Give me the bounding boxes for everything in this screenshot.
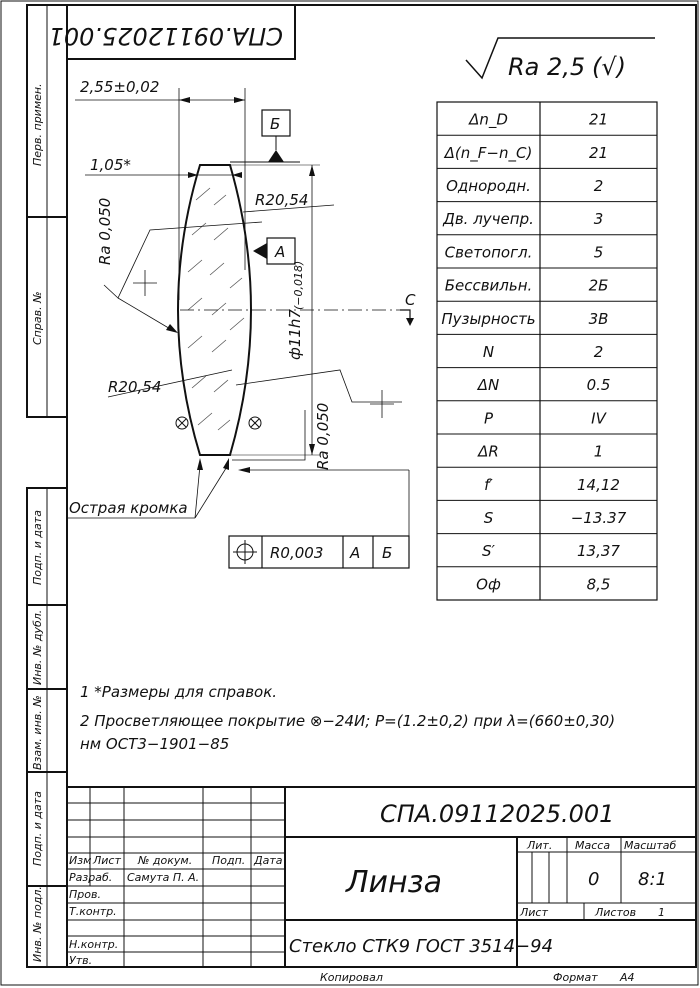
row-developer: Разраб. [69,871,112,884]
dim-diameter-tol: (−0,018) [292,261,305,310]
section-label: С [405,291,416,309]
param-name: Δ(n_F−n_C) [444,144,533,163]
sheet-label: Лист [519,906,548,919]
param-name: ΔN [477,376,499,394]
param-name: Оф [476,575,501,593]
dim-ra-right: Ra 0,050 [314,403,332,470]
part-name: Линза [345,865,442,900]
hdr-doc-no: № докум. [137,854,192,867]
hdr-sign: Подп. [212,854,245,867]
stamp-sign-date-1: Подп. и дата [31,510,44,585]
roughness-sign: Ra 2,5 (√) [465,37,655,81]
row-tech-control: Т.контр. [69,905,117,918]
roughness-root: Ra 2,5 [508,53,585,81]
tolerance-value: R0,003 [270,544,323,562]
param-value: 3 [594,210,604,228]
scale-label: Масштаб [624,839,676,852]
row-approved: Утв. [69,954,92,967]
param-name: f′ [484,476,493,494]
param-value: 0.5 [587,376,611,394]
param-name: S′ [482,542,496,560]
developer-name: Самута П. А. [127,871,199,884]
param-value: 5 [594,243,604,261]
row-norm-control: Н.контр. [69,938,118,951]
glass-hatching [187,187,245,431]
param-value: 2 [594,177,604,195]
notes: 1 *Размеры для справок. 2 Просветляющее … [80,683,615,753]
title-block: Изм Лист № докум. Подп. Дата Разраб. Сам… [66,786,697,968]
stamp-dup-inv: Инв. № дубл. [31,610,44,685]
stamp-replace-inv: Взам. инв. № [31,695,44,770]
param-value: 2Б [589,277,609,295]
tolerance-ref-a: А [349,544,360,562]
param-name: Пузырность [441,310,535,328]
hdr-date: Дата [253,854,283,867]
param-value: 2 [594,343,604,361]
dim-radius-top: R20,54 [255,191,308,209]
stamp-first-use: Перв. примен. [31,83,44,166]
title-doc-number: СПА.09112025.001 [380,800,614,828]
tolerance-ref-b: Б [382,544,392,562]
scale-value: 8:1 [638,869,667,890]
note-2: 2 Просветляющее покрытие ⊗−24И; Р=(1.2±0… [80,712,615,730]
coating-mark-right [248,416,262,430]
material: Стекло СТК9 ГОСТ 3514−94 [289,936,553,957]
datum-a: А [274,243,285,261]
note-2-cont: нм ОСТ3−1901−85 [80,735,229,753]
stamp-orig-inv: Инв. № подл. [31,886,44,962]
stamp-ref-no: Справ. № [31,291,44,345]
hdr-change: Изм [69,854,91,867]
dim-thickness: 2,55±0,02 [80,78,159,96]
param-value: 21 [589,144,608,162]
coating-mark-left [175,416,189,430]
param-name: Δn_D [468,111,508,130]
footer-copied: Копировал [320,971,383,984]
roughness-suffix: (√) [592,53,626,81]
param-value: −13.37 [571,509,627,527]
lens-drawing: 2,55±0,02 1,05* Б R20,54 А Ra 0,050 ф11h [68,78,416,569]
param-name: Дв. лучепр. [442,210,534,228]
doc-number-rotated: СПА.09112025.001 [49,22,283,50]
param-value: 14,12 [577,476,620,494]
sheets-value: 1 [658,906,665,919]
footer-format: А4 [619,971,635,984]
note-1: 1 *Размеры для справок. [80,683,277,701]
dim-radius-bottom: R20,54 [108,378,161,396]
param-name: P [484,409,494,427]
param-name: Светопогл. [445,243,533,261]
sheets-label: Листов [594,906,636,919]
dim-diameter: ф11h7 [286,309,304,360]
param-name: Однородн. [446,177,531,195]
param-value: 1 [594,443,604,461]
dim-ra-left: Ra 0,050 [96,198,114,265]
tolerance-frame: R0,003 А Б [228,467,410,569]
param-name: N [483,343,494,361]
param-value: IV [591,409,607,427]
dim-edge: 1,05* [90,156,131,174]
hdr-sheet: Лист [92,854,121,867]
row-checker: Пров. [69,888,101,901]
datum-b: Б [270,115,280,133]
param-value: 21 [589,111,608,129]
mass-label: Масса [575,839,610,852]
param-name: S [484,509,494,527]
note-sharp-edge: Острая кромка [69,499,188,517]
param-name: Бессвильн. [445,277,533,295]
mass-value: 0 [588,869,599,890]
param-name: ΔR [477,443,499,461]
stamp-sign-date-2: Подп. и дата [31,791,44,866]
param-value: 13,37 [577,542,620,560]
lit-label: Лит. [526,839,552,852]
param-value: 3В [589,310,609,328]
footer-format-label: Формат [553,971,598,984]
param-value: 8,5 [587,575,611,593]
top-doc-number-box: СПА.09112025.001 [49,4,296,60]
left-side-strip: Перв. примен. Справ. № Подп. и дата Инв.… [26,4,68,968]
